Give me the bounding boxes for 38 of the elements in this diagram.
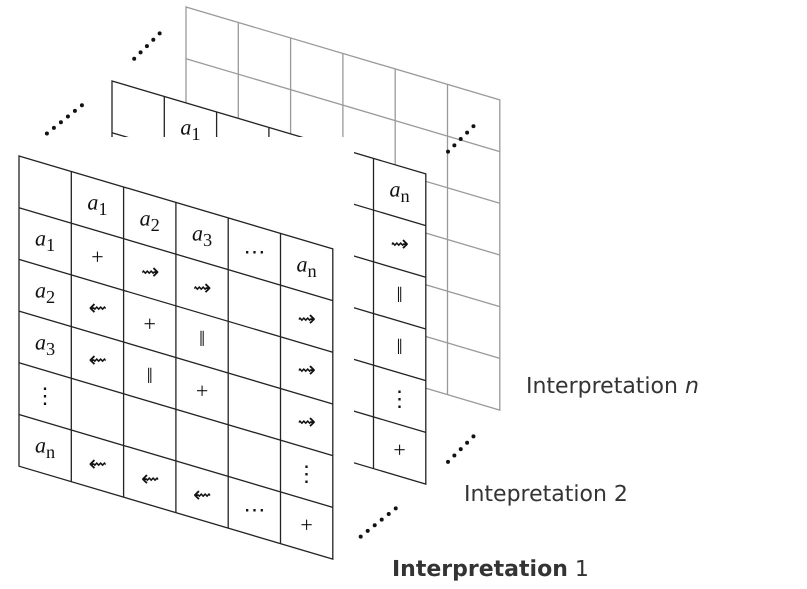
table-entry: ⇜ [193, 484, 212, 506]
table-entry: + [196, 380, 208, 402]
table-entry: ‖ [396, 284, 403, 306]
table-entry: ‖ [198, 328, 206, 350]
table-entry: ⇝ [193, 276, 212, 299]
table-entry: a$_{1}$ [87, 192, 108, 218]
table-entry: ⇜ [140, 468, 159, 490]
layer-caption: Interpretation n [526, 374, 699, 400]
layer-caption: Interpretation 1 [392, 558, 589, 582]
table-entry: a$_{2}$ [35, 280, 56, 306]
table-entry: + [91, 246, 104, 268]
table-entry: a$_{2}$ [140, 207, 160, 234]
table-entry: ⇝ [298, 411, 316, 434]
table-entry: + [300, 514, 313, 536]
table-entry: ⇝ [140, 261, 159, 284]
table-entry: ‖ [396, 336, 403, 358]
table-entry: ⇝ [390, 232, 409, 255]
table-entry: ‖ [146, 364, 153, 387]
table-entry: a$_{n}$ [296, 254, 317, 280]
layer-caption: Intepretation 2 [464, 482, 628, 508]
table-entry: a$_{1}$ [35, 228, 56, 255]
table-entry: ⋮ [388, 388, 411, 410]
table-entry: ⇜ [88, 452, 106, 475]
table-entry: ⇜ [88, 349, 106, 372]
table-entry: + [144, 312, 156, 335]
table-entry: a$_{n}$ [390, 178, 410, 206]
table-entry: a$_{1}$ [180, 116, 201, 144]
table-entry: ⋯ [243, 499, 266, 521]
table-entry: ⋮ [34, 385, 56, 408]
table-entry: + [393, 439, 406, 462]
table-entry: ⇝ [298, 308, 316, 330]
table-entry: ⇝ [298, 359, 316, 382]
table-entry: a$_{n}$ [35, 434, 56, 462]
table-entry: ⇜ [88, 297, 106, 320]
table-entry: ⋮ [296, 462, 318, 485]
table-entry: a$_{3}$ [35, 331, 56, 358]
table-entry: a$_{3}$ [192, 222, 212, 250]
table-entry: ⋯ [243, 240, 266, 262]
